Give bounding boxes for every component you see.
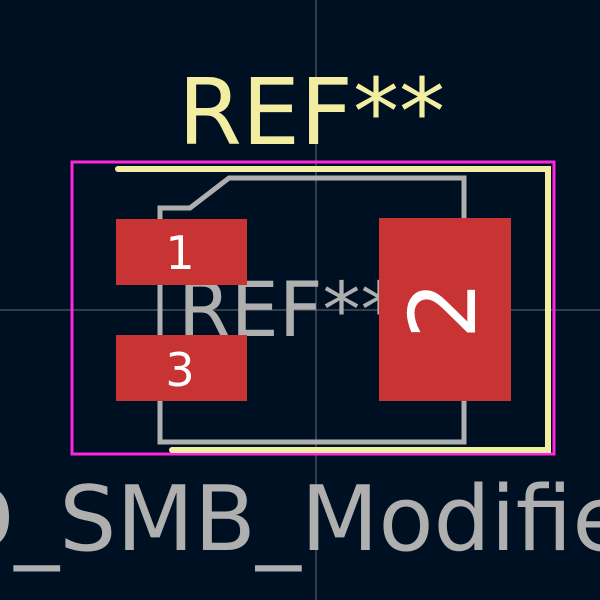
fab-outline bbox=[157, 175, 467, 445]
value-label: D_SMB_Modified bbox=[0, 467, 600, 572]
courtyard-outline bbox=[70, 160, 556, 456]
pad-3[interactable] bbox=[116, 335, 247, 401]
pad-3-number: 3 bbox=[165, 343, 194, 397]
pad-1-number: 1 bbox=[165, 226, 194, 280]
reference-designator: REF** bbox=[178, 59, 445, 166]
pad-1[interactable] bbox=[116, 219, 247, 285]
silkscreen-outline bbox=[115, 166, 551, 453]
pad-2-number: 2 bbox=[390, 281, 497, 340]
pad-2[interactable] bbox=[379, 218, 511, 401]
